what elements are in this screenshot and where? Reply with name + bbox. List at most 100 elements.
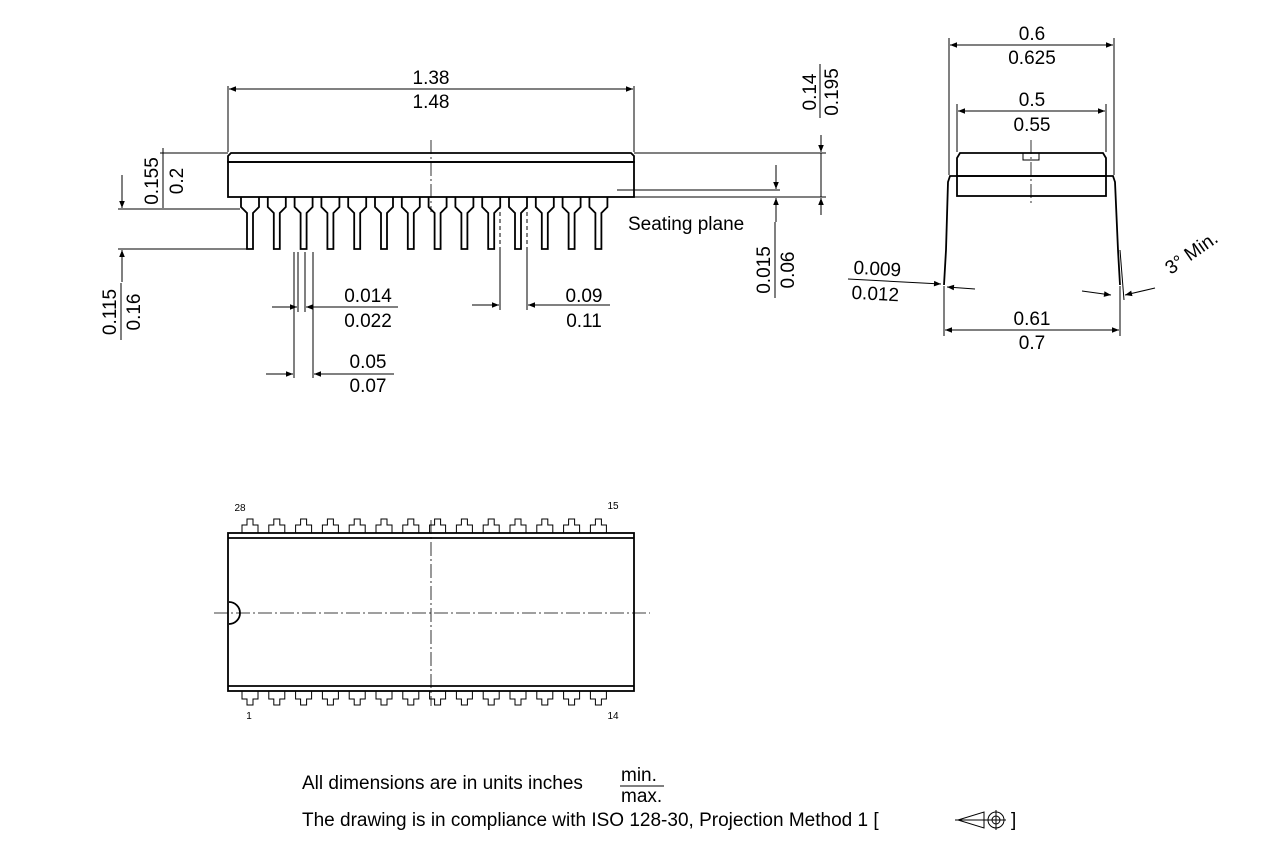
pin-stub-upper [429,518,447,533]
dim-shoulder-width-min: 0.05 [350,352,387,373]
pin-stub-upper [589,518,607,533]
side-lead [481,197,502,250]
units-note: All dimensions are in units inches [302,773,583,794]
dim-lead-pitch: 0.09 0.11 [472,198,610,332]
side-lead [534,197,555,250]
dim-lead-span-min: 0.61 [1014,309,1051,330]
end-view-body-lower [956,175,1107,197]
pin-stub-lower [509,691,527,706]
side-lead [240,197,260,250]
dim-row-spacing-max: 0.625 [1008,48,1056,69]
side-lead [266,197,287,250]
dim-body-height: 0.14 0.195 [800,64,843,215]
units-min: min. [621,765,657,786]
top-view: 28 15 1 14 [214,501,650,722]
pin-label-28: 28 [234,503,246,514]
pin-stub-lower [536,691,554,706]
dim-lead-width: 0.014 0.022 [272,252,398,332]
dim-body-length-min: 1.38 [413,68,450,89]
pin-stub-lower [563,691,581,706]
dim-body-height-max: 0.195 [822,68,843,116]
side-lead [320,197,341,250]
pin-stub-lower [375,691,393,706]
dim-angle: 3° Min. [1081,228,1223,301]
dim-standoff: 0.015 0.06 [754,165,799,298]
side-lead [374,197,394,250]
pin-stub-lower [295,691,313,706]
compliance-note: The drawing is in compliance with ISO 12… [302,810,879,831]
pin-stub-lower [321,691,339,706]
dim-lead-span: 0.61 0.7 [943,286,1121,354]
dim-row-spacing: 0.6 0.625 [948,24,1115,175]
pin-stub-upper [268,518,286,533]
pin-stub-upper [563,518,581,533]
pin-label-14: 14 [607,711,619,722]
dim-body-width-max: 0.55 [1014,115,1051,136]
side-lead [347,197,368,250]
pin-label-15: 15 [607,501,619,512]
dim-lead-width-min: 0.014 [344,286,392,307]
side-lead [293,197,314,250]
pin-stub-upper [375,518,393,533]
dim-lead-length-max: 0.16 [124,294,145,331]
dim-top-height-min: 0.155 [142,157,163,205]
pin-stub-lower [429,691,447,706]
compliance-close: ] [1011,810,1016,831]
dim-lead-pitch-min: 0.09 [566,286,603,307]
dim-lead-length: 0.115 0.16 [100,175,145,340]
pin-stub-upper [241,518,259,533]
dim-lead-length-min: 0.115 [100,289,121,335]
pin-stub-upper [295,518,313,533]
dim-lead-pitch-max: 0.11 [566,311,602,332]
pin-stub-upper [321,518,339,533]
pin-stub-upper [482,518,500,533]
pin-stub-upper [348,518,366,533]
dim-body-width-min: 0.5 [1019,90,1045,111]
dim-top-height: 0.155 0.2 [142,148,188,208]
dim-shoulder-width: 0.05 0.07 [266,252,394,397]
dim-lead-thickness-max: 0.012 [851,283,900,306]
dim-top-height-max: 0.2 [167,168,188,194]
dim-body-length-max: 1.48 [413,92,450,113]
dim-lead-thickness: 0.009 0.012 [847,258,976,306]
projection-method-symbol [955,810,1006,830]
side-lead [588,197,609,250]
end-view-body [956,152,1107,177]
dim-row-spacing-min: 0.6 [1019,24,1045,45]
dim-angle-label: 3° Min. [1162,228,1223,279]
pin-stub-upper [402,518,420,533]
pin-stub-lower [268,691,286,706]
side-lead [454,197,475,250]
top-view-pins-lower [241,691,607,706]
dim-shoulder-width-max: 0.07 [350,376,387,397]
end-view: 0.6 0.625 0.5 0.55 0.009 0.012 0.61 0.7 [847,24,1223,354]
dim-lead-span-max: 0.7 [1019,333,1045,354]
side-lead [400,197,421,250]
side-lead [427,197,448,250]
notes: All dimensions are in units inches min. … [302,765,1016,831]
dim-body-height-min: 0.14 [800,73,821,110]
side-view: 1.38 1.48 0.14 0.195 0.155 0.2 0.115 0.1… [100,64,843,397]
seating-plane-label: Seating plane [628,214,744,235]
dim-body-width: 0.5 0.55 [956,90,1107,152]
pin-stub-upper [455,518,473,533]
pin-stub-lower [348,691,366,706]
pin-stub-lower [482,691,500,706]
pin-stub-upper [509,518,527,533]
pin-stub-upper [536,518,554,533]
end-view-lead-left [943,175,957,286]
pin-stub-lower [241,691,259,706]
top-view-pins-upper [241,518,607,533]
dim-standoff-max: 0.06 [778,252,799,289]
pin-stub-lower [402,691,420,706]
pin-stub-lower [589,691,607,706]
units-max: max. [621,786,662,807]
dim-standoff-min: 0.015 [754,246,775,294]
dim-body-length: 1.38 1.48 [229,68,633,113]
side-lead [508,197,528,250]
dim-lead-thickness-min: 0.009 [853,258,902,281]
end-view-lead-right [1106,175,1121,286]
side-view-leads [240,197,609,250]
side-lead [561,197,582,250]
